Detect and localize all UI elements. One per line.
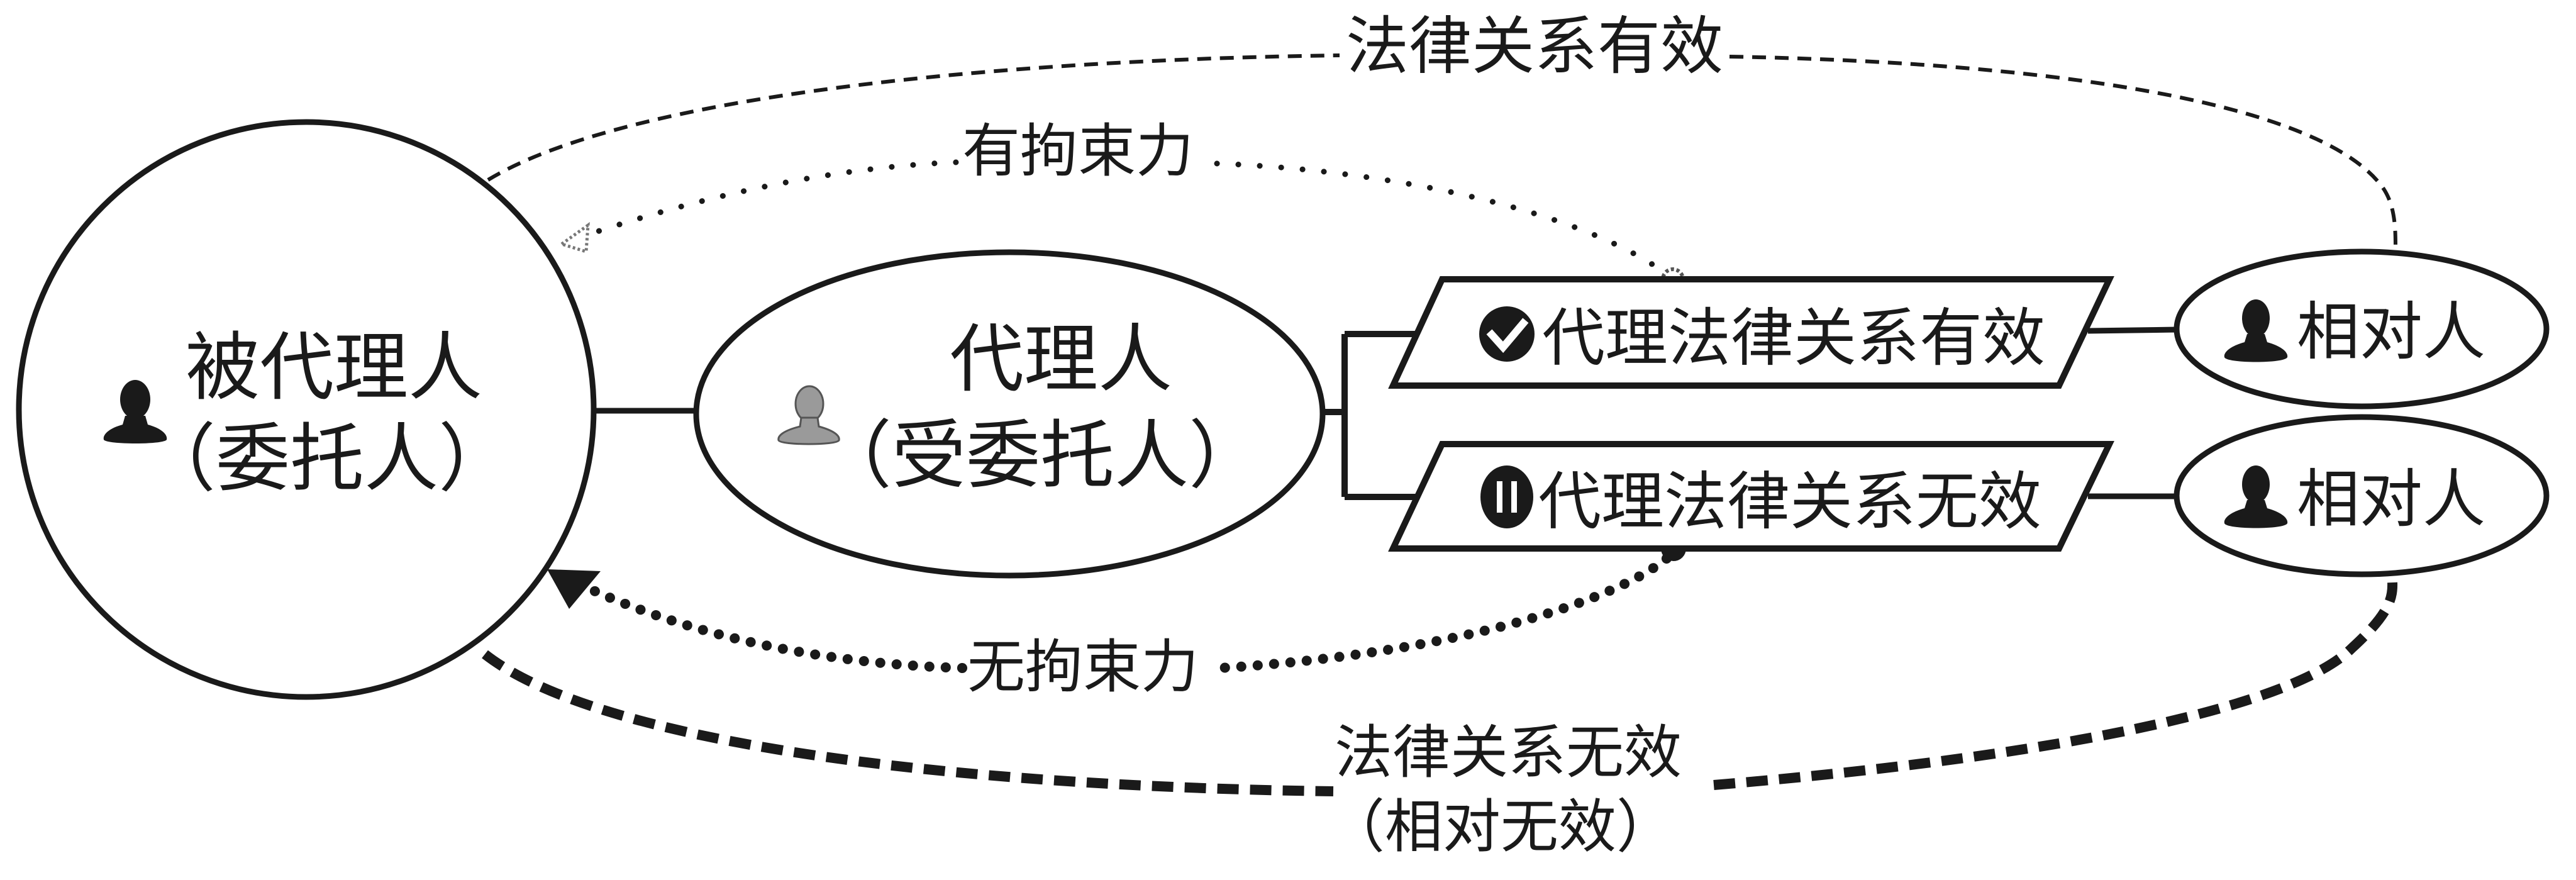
binding-label: 有拘束力 bbox=[962, 118, 1194, 185]
valid-relation-node[interactable]: 代理法律关系有效 bbox=[1388, 276, 2114, 389]
invalid-relation-node[interactable]: 代理法律关系无效 bbox=[1388, 441, 2114, 552]
not-binding-arrow-icon bbox=[547, 569, 601, 609]
edge-legal-invalid-line bbox=[482, 582, 2398, 796]
edge-not-binding-line bbox=[583, 554, 1672, 673]
principal-title: 被代理人 bbox=[186, 324, 482, 411]
edge-legal-valid-line bbox=[487, 53, 2398, 253]
principal-person-icon bbox=[103, 380, 167, 443]
principal-subtitle: （委托人） bbox=[142, 415, 513, 502]
counterparty-bottom-label: 相对人 bbox=[2297, 462, 2485, 536]
counterparty-bottom-person-icon bbox=[2224, 465, 2288, 528]
valid-relation-label: 代理法律关系有效 bbox=[1542, 301, 2045, 375]
invalid-relation-label: 代理法律关系无效 bbox=[1538, 465, 2041, 538]
counterparty-bottom-node[interactable]: 相对人 bbox=[2174, 414, 2550, 577]
agent-person-gray-icon bbox=[777, 385, 840, 445]
agent-relations-bracket bbox=[1323, 331, 1416, 500]
legal-invalid-label: 法律关系无效 bbox=[1335, 719, 1682, 786]
agent-node[interactable]: 代理人 （受委托人） bbox=[693, 249, 1326, 579]
agent-subtitle: （受委托人） bbox=[818, 412, 1263, 499]
legal-invalid-sublabel: （相对无效） bbox=[1327, 793, 1674, 861]
principal-node[interactable]: 被代理人 （委托人） bbox=[16, 119, 597, 700]
binding-hollow-arrow-icon bbox=[558, 221, 590, 254]
edge-binding-line bbox=[575, 159, 1667, 275]
counterparty-top-label: 相对人 bbox=[2297, 295, 2485, 369]
valid-counterparty-connector bbox=[2087, 326, 2177, 334]
counterparty-top-node[interactable]: 相对人 bbox=[2174, 248, 2550, 409]
agent-title: 代理人 bbox=[950, 316, 1172, 403]
not-binding-label: 无拘束力 bbox=[967, 633, 1199, 701]
counterparty-top-person-icon bbox=[2224, 299, 2288, 362]
pause-circle-icon bbox=[1480, 465, 1533, 528]
check-circle-icon bbox=[1479, 306, 1535, 362]
legal-valid-label: 法律关系有效 bbox=[1346, 9, 1723, 83]
